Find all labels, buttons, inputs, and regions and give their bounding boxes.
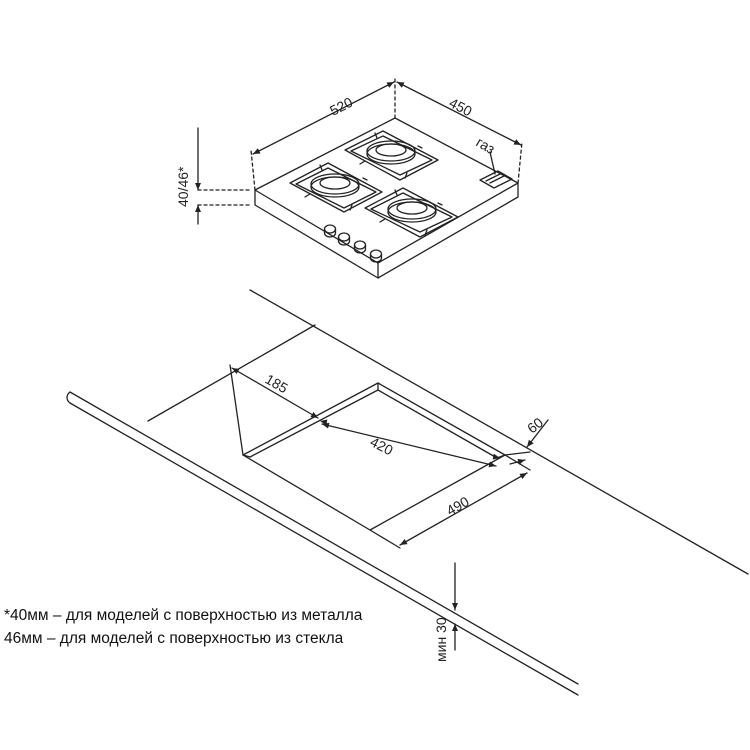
worktop xyxy=(66,289,749,696)
dim-cutout-depth xyxy=(369,454,531,549)
gas-label: газ xyxy=(474,134,498,157)
dim-cutout-width xyxy=(320,419,500,460)
dim-hob-height xyxy=(195,127,251,225)
worktop-front-bottom-edge xyxy=(69,402,579,696)
burner xyxy=(366,140,416,165)
control-knobs xyxy=(323,224,383,263)
cutout-offset-label: 185 xyxy=(263,371,291,397)
hob-depth-label: 450 xyxy=(447,94,475,119)
pan-support-grid xyxy=(364,187,459,238)
note-glass: 46мм – для моделей с поверхностью из сте… xyxy=(4,630,344,647)
pan-support-grid xyxy=(289,162,383,213)
worktop-thickness-label: мин 30 xyxy=(433,617,449,662)
cutout-depth-label: 490 xyxy=(444,493,472,519)
worktop-front-top-edge xyxy=(69,391,579,685)
knob xyxy=(353,240,367,254)
note-metal: *40мм – для моделей с поверхностью из ме… xyxy=(4,607,363,624)
worktop-back-edge xyxy=(249,289,749,575)
knob xyxy=(323,224,337,238)
dim-hob-depth xyxy=(396,81,523,184)
cutout-width-label: 420 xyxy=(368,433,396,458)
knob xyxy=(337,232,351,246)
gas-connection xyxy=(479,151,513,189)
cutout-edge-offset-label: 60 xyxy=(524,414,546,436)
burner xyxy=(310,173,360,198)
hob-width-label: 520 xyxy=(327,94,355,119)
hob-height-label: 40/46* xyxy=(175,166,191,207)
knob xyxy=(369,249,383,263)
hob xyxy=(195,77,523,279)
dim-cutout-offset xyxy=(229,364,319,456)
burner xyxy=(387,198,437,223)
dim-hob-width xyxy=(250,77,396,191)
